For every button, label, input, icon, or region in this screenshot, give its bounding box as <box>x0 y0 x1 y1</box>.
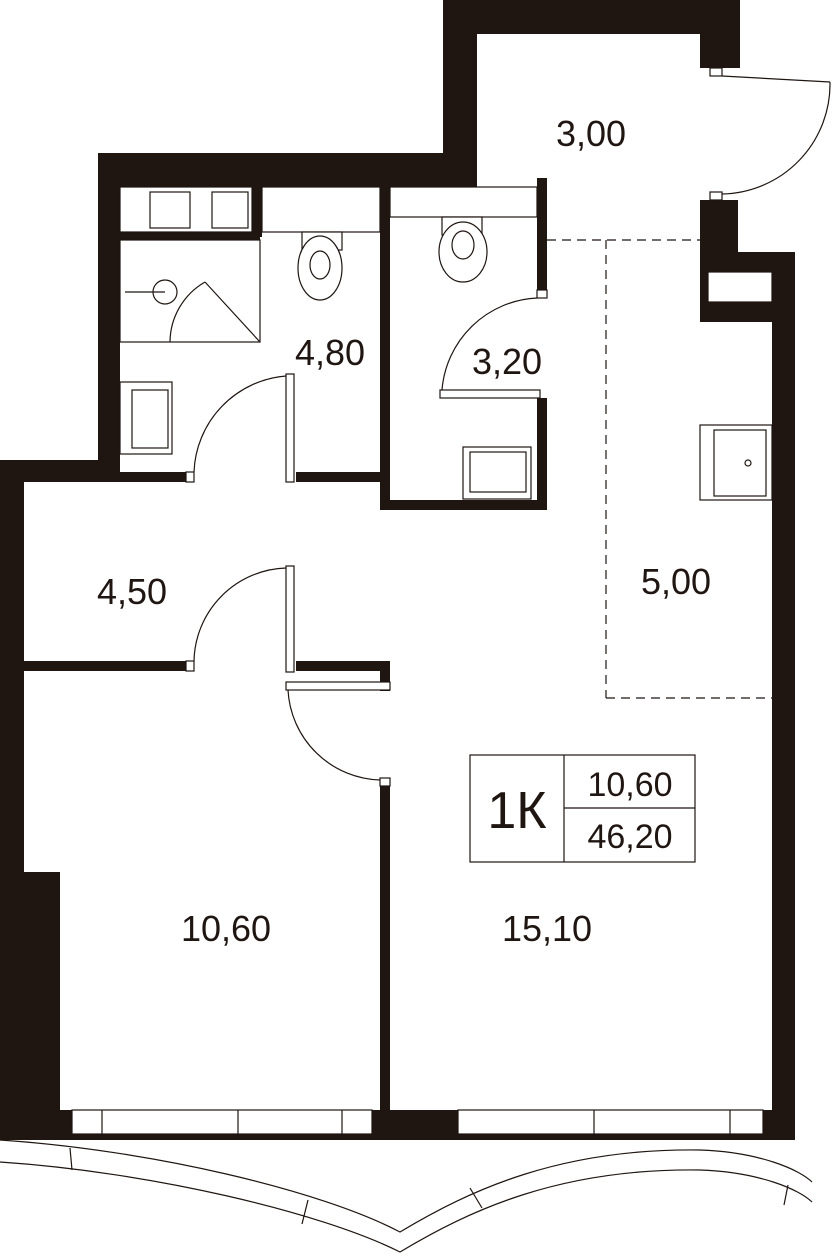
area-wc: 3,20 <box>472 341 542 382</box>
bathroom-toilet <box>261 186 381 301</box>
terrace-edge <box>0 1139 813 1253</box>
washer-units <box>119 186 253 233</box>
badge-total-area: 46,20 <box>587 818 672 856</box>
balcony-door <box>709 67 831 201</box>
windows <box>71 1109 764 1135</box>
kitchen-appliances <box>699 271 773 501</box>
kitchen-zone-outline <box>547 239 772 699</box>
apartment-badge: 1К 10,60 46,20 <box>469 754 696 863</box>
area-living: 15,10 <box>502 908 592 949</box>
wc-toilet <box>389 186 538 283</box>
shower-tray <box>119 239 261 343</box>
bathroom-sink <box>119 381 173 455</box>
doors <box>185 289 548 787</box>
area-storage: 4,50 <box>97 571 167 612</box>
wc-sink <box>462 446 532 500</box>
area-kitchen-zone: 5,00 <box>641 561 711 602</box>
badge-living-area: 10,60 <box>587 766 672 804</box>
area-bathroom: 4,80 <box>295 332 365 373</box>
area-bedroom: 10,60 <box>181 908 271 949</box>
badge-type: 1К <box>487 782 546 840</box>
area-balcony: 3,00 <box>556 113 626 154</box>
